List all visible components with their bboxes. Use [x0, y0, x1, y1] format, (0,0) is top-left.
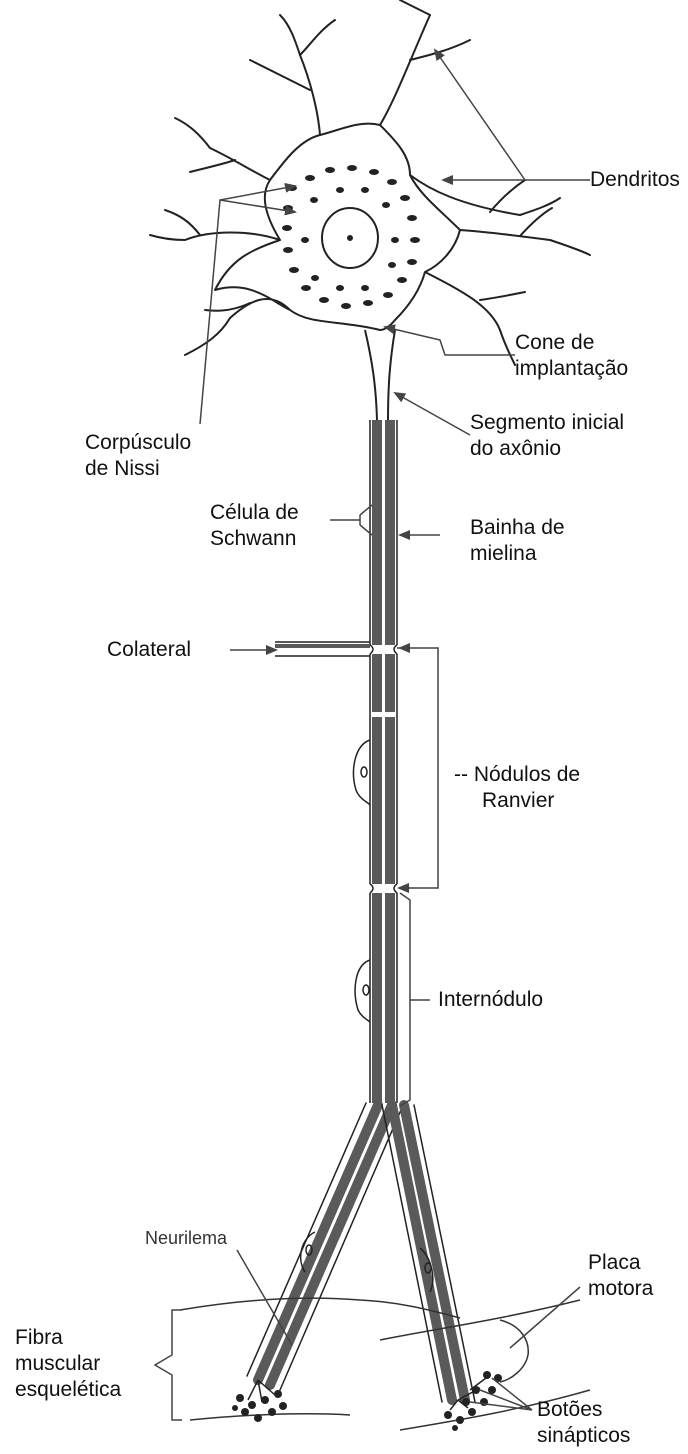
- axon-branches: [246, 1100, 476, 1405]
- label-corpusculo-line-2: de Nissi: [85, 457, 160, 480]
- label-segmento-line-1: Segmento inicial: [470, 411, 625, 434]
- label-internodulo-text: Internódulo: [438, 988, 544, 1011]
- label-segmento: Segmento inicial do axônio: [470, 410, 624, 462]
- label-corpusculo-line-1: Corpúsculo: [85, 431, 192, 454]
- label-bainha-line-2: mielina: [470, 542, 537, 565]
- label-placa-line-1: Placa: [588, 1251, 641, 1274]
- label-corpusculo: Corpúsculo de Nissi: [85, 430, 191, 482]
- label-celula-line-2: Schwann: [210, 527, 297, 550]
- axon-outline: [352, 420, 398, 1103]
- nissl-bodies: [282, 165, 420, 309]
- label-fibra-line-1: Fibra: [15, 1326, 63, 1349]
- label-internodulo: Internódulo: [438, 987, 543, 1013]
- label-cone: Cone de implantação: [515, 330, 628, 382]
- label-dendritos: Dendritos: [590, 167, 680, 193]
- label-botoes-line-1: Botões: [537, 1398, 603, 1421]
- synaptic-boutons-left: [232, 1390, 287, 1422]
- label-botoes-line-2: sinápticos: [537, 1424, 631, 1447]
- label-fibra-line-3: esquelética: [15, 1378, 122, 1401]
- label-neurilema-text: Neurilema: [145, 1228, 228, 1248]
- label-bainha: Bainha de mielina: [470, 515, 565, 567]
- collateral-branch: [275, 641, 370, 657]
- neurilema-bulges: [300, 1231, 434, 1293]
- label-colateral-text: Colateral: [107, 638, 192, 661]
- label-nodulos: -- Nódulos de Ranvier: [454, 762, 580, 814]
- label-celula-line-1: Célula de: [210, 501, 299, 524]
- label-neurilema: Neurilema: [145, 1227, 227, 1249]
- label-placa-line-2: motora: [588, 1277, 654, 1300]
- synaptic-terminals-left: [247, 1379, 276, 1403]
- label-nodulos-line-1: -- Nódulos de: [454, 763, 581, 786]
- label-cone-line-2: implantação: [515, 357, 629, 380]
- axon-hillock: [364, 329, 396, 421]
- label-nodulos-line-2: Ranvier: [482, 789, 555, 812]
- label-segmento-line-2: do axônio: [470, 437, 562, 460]
- label-bainha-line-1: Bainha de: [470, 516, 565, 539]
- label-fibra-line-2: muscular: [15, 1352, 101, 1375]
- leader-lines: [153, 48, 590, 1421]
- label-botoes: Botões sinápticos: [537, 1397, 630, 1449]
- myelin-sheath: [368, 420, 400, 1103]
- label-cone-line-1: Cone de: [515, 331, 595, 354]
- cell-body: [149, 0, 591, 366]
- label-dendritos-text: Dendritos: [590, 168, 680, 191]
- label-celula-schwann: Célula de Schwann: [210, 500, 299, 552]
- label-placa: Placa motora: [588, 1250, 653, 1302]
- synaptic-boutons-right: [444, 1371, 502, 1431]
- label-colateral: Colateral: [107, 637, 191, 663]
- label-fibra: Fibra muscular esquelética: [15, 1325, 121, 1403]
